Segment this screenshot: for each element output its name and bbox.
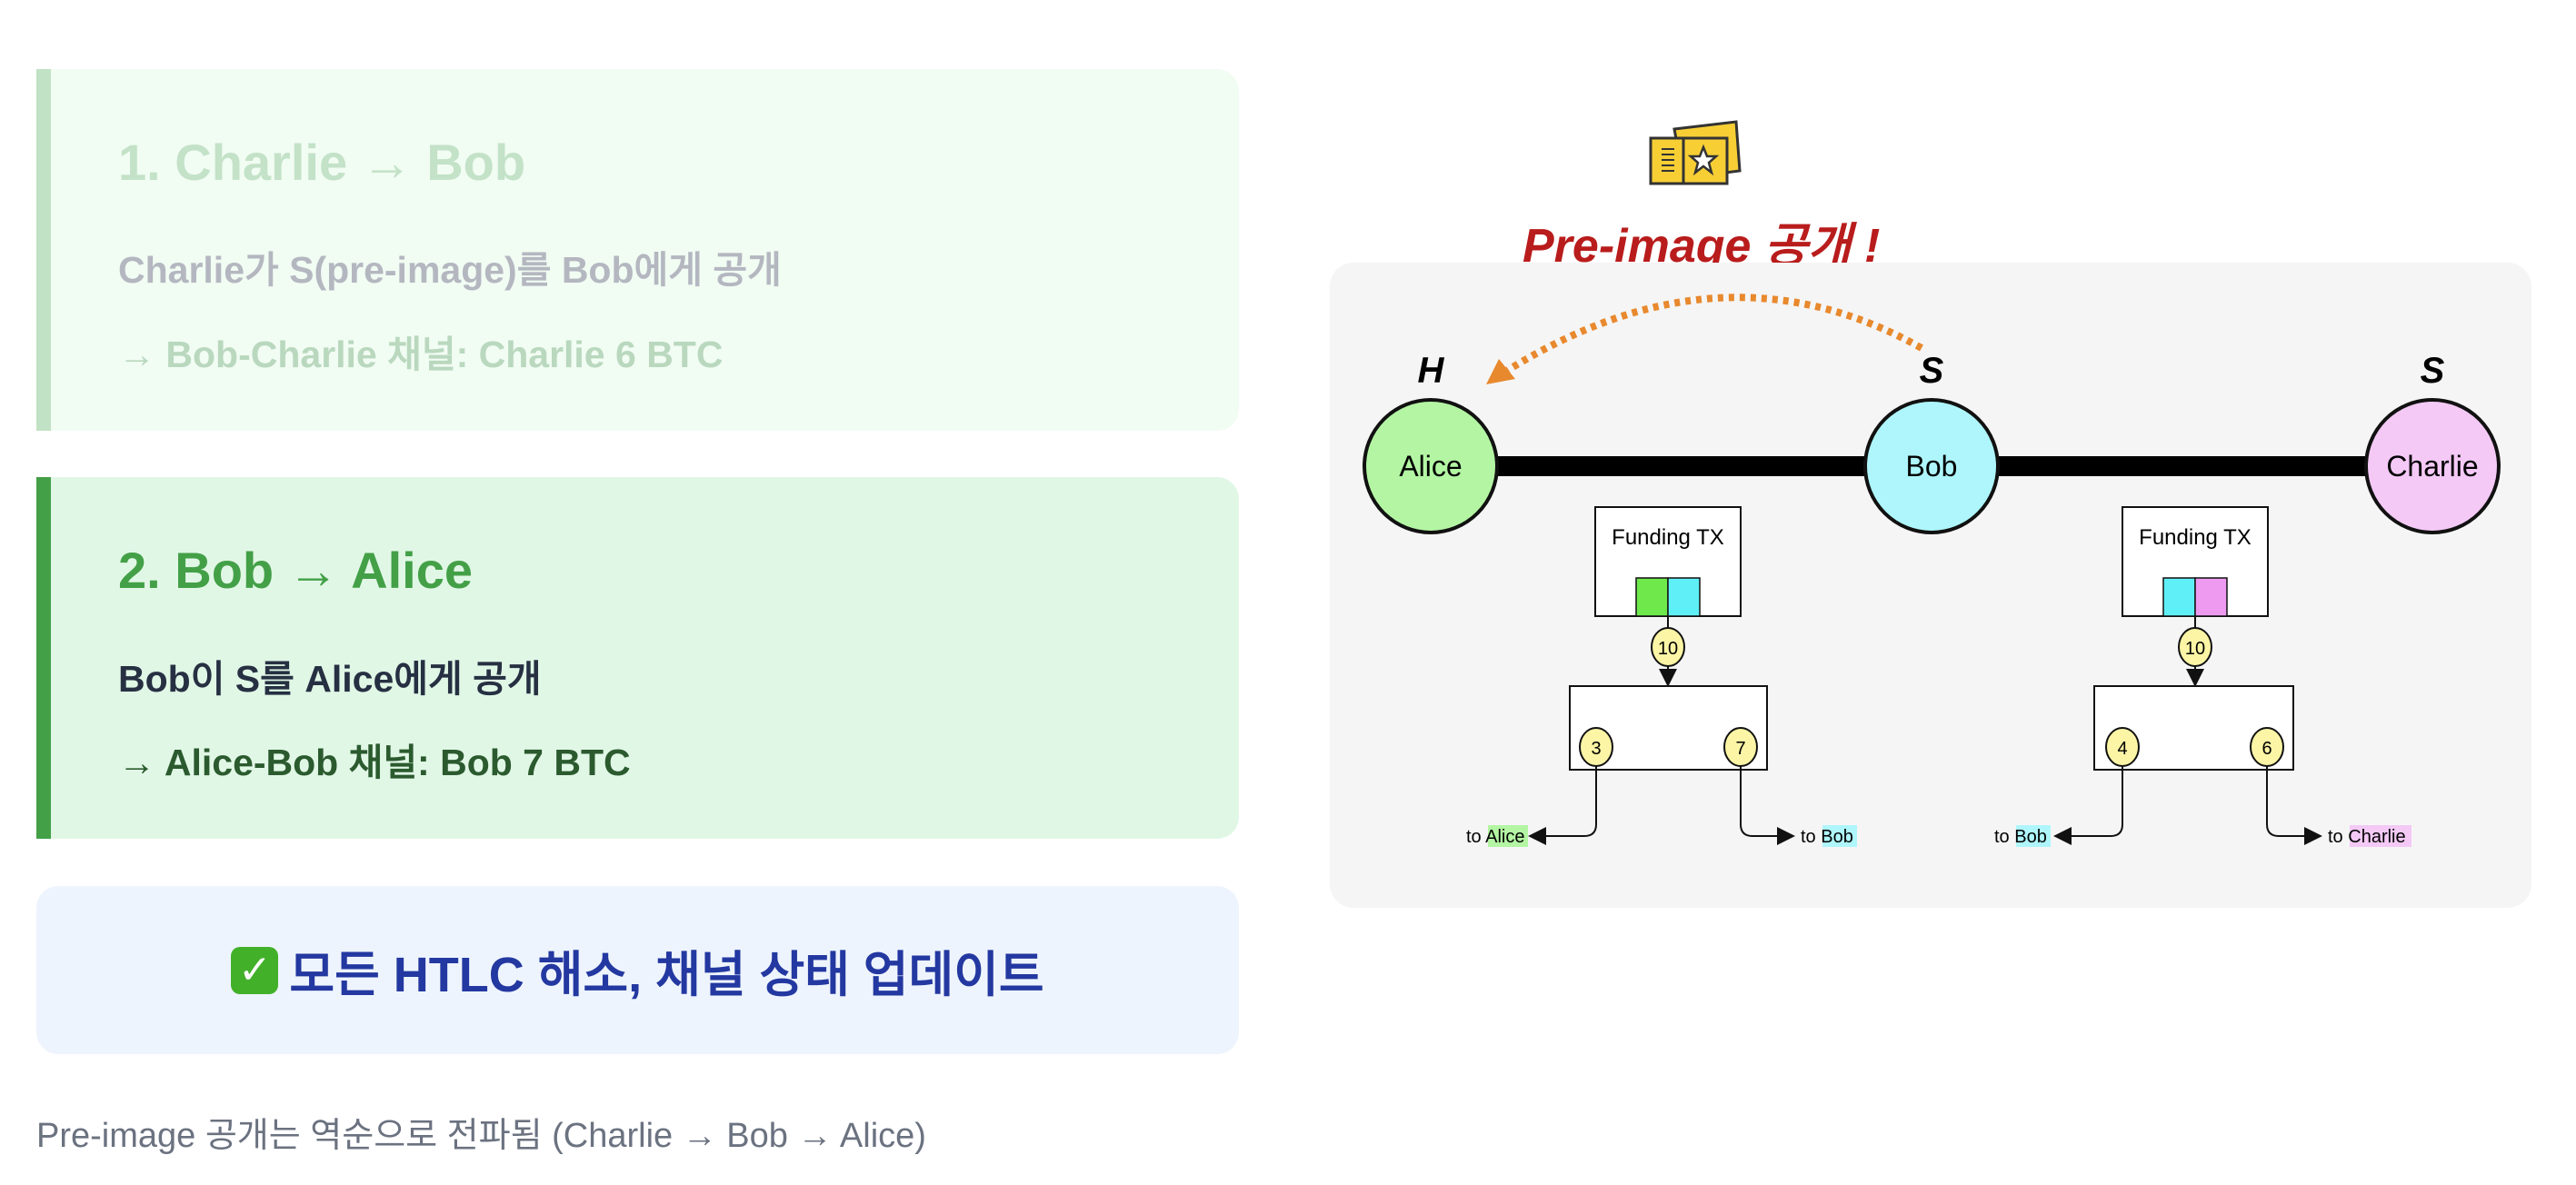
- step-description: Charlie가 S(pre-image)를 Bob에게 공개: [118, 249, 782, 291]
- secret-label: S: [2421, 351, 2445, 391]
- funding-tx-label: Funding TX: [2139, 525, 2252, 550]
- check-icon: ✓: [231, 946, 279, 994]
- output-label: to Charlie: [2328, 827, 2406, 847]
- diagram-panel: [1330, 263, 2531, 908]
- output-label: to Alice: [1466, 827, 1525, 847]
- node-alice: H Alice: [1363, 351, 1499, 534]
- step-card-bob-to-alice: 2. Bob → Alice Bob이 S를 Alice에게 공개 → Alic…: [36, 477, 1239, 839]
- hash-label: H: [1418, 351, 1445, 391]
- step-title: 1. Charlie → Bob: [118, 134, 526, 191]
- channel-line-bob-charlie: [1932, 456, 2432, 476]
- amount-coin: 6: [2261, 739, 2271, 759]
- channel-alice-bob: Funding TX 10 3 7 to Alice to Bob: [1466, 506, 1857, 847]
- lightning-channel-diagram: H Alice S Bob S Charlie Funding TX 10 3 …: [1363, 294, 2501, 847]
- footnote: Pre-image 공개는 역순으로 전파됨 (Charlie → Bob → …: [36, 1117, 926, 1155]
- funding-tx-label: Funding TX: [1612, 525, 1724, 550]
- ticket-icon: [1649, 120, 1742, 185]
- node-charlie: S Charlie: [2364, 351, 2501, 534]
- step-title: 2. Bob → Alice: [118, 542, 474, 599]
- step-result: → Alice-Bob 채널: Bob 7 BTC: [118, 742, 631, 783]
- output-label: to Bob: [1994, 827, 2047, 847]
- amount-coin: 4: [2117, 739, 2127, 759]
- preimage-reveal-arrow: [1500, 294, 1923, 377]
- amount-coin: 3: [1591, 739, 1601, 759]
- node-label: Alice: [1399, 450, 1462, 483]
- result-banner: ✓ 모든 HTLC 해소, 채널 상태 업데이트: [36, 886, 1239, 1054]
- capacity-coin: 10: [1658, 639, 1678, 659]
- amount-coin: 7: [1735, 739, 1745, 759]
- output-label: to Bob: [1801, 827, 1853, 847]
- channel-bob-charlie: Funding TX 10 4 6 to Bob to Charlie: [1994, 506, 2411, 847]
- step-result: → Bob-Charlie 채널: Charlie 6 BTC: [118, 334, 724, 375]
- arrow-head-icon: [1486, 359, 1515, 384]
- secret-label: S: [1920, 351, 1944, 391]
- node-bob: S Bob: [1863, 351, 2000, 534]
- step-card-charlie-to-bob: 1. Charlie → Bob Charlie가 S(pre-image)를 …: [36, 69, 1239, 431]
- node-label: Bob: [1906, 450, 1958, 483]
- result-text: 모든 HTLC 해소, 채널 상태 업데이트: [289, 948, 1044, 1002]
- channel-line-alice-bob: [1431, 456, 1932, 476]
- node-label: Charlie: [2386, 450, 2478, 483]
- capacity-coin: 10: [2185, 639, 2205, 659]
- step-description: Bob이 S를 Alice에게 공개: [118, 658, 542, 700]
